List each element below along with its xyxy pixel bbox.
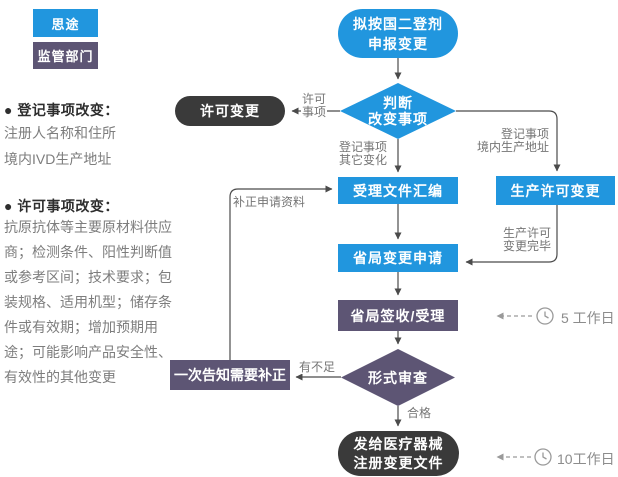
edge-label-qualified: 合格 [406,406,433,420]
node-decision-change: 判断 改变事项 [340,83,456,139]
edge-label-registration-other: 登记事项 其它变化 [338,140,389,167]
note-registration-title: ● 登记事项改变： [4,102,119,118]
edge-label-registration-other-line: 登记事项 [339,140,388,154]
clock-icon [534,448,552,466]
node-final-line2: 注册变更文件 [353,454,444,471]
node-start: 拟按国二登剂 申报变更 [338,9,458,58]
note-licence-body: 抗原抗体等主要原材料供应商；检测条件、阳性判断值或参考区间；技术要求；包装规格、… [4,219,172,385]
edge-label-production-done-line: 变更完毕 [503,239,552,253]
note-registration-lines: 注册人名称和住所 境内IVD生产地址 [4,120,116,172]
edge-correction-to-compile [229,185,333,360]
edge-label-insufficient: 有不足 [298,360,337,374]
legend-regulator-label: 监管部门 [37,49,94,64]
node-formal-review: 形式审查 [341,349,455,406]
node-compile-files-label: 受理文件汇编 [353,182,443,199]
node-compile-files: 受理文件汇编 [338,177,458,204]
node-notify-correction: 一次告知需要补正 [170,360,290,390]
legend-situ-label: 思途 [51,16,80,32]
note-licence-title: ● 许可事项改变： [4,198,119,214]
legend-regulator: 监管部门 [33,42,98,69]
note-registration-line: 境内IVD生产地址 [4,151,112,167]
edge-label-licence-item-line: 许可 [302,92,327,106]
note-registration-line: 注册人名称和住所 [4,125,116,141]
node-decision-line2: 改变事项 [368,111,428,127]
node-decision-line1: 判断 [383,95,413,111]
edge-label-registration-domestic: 登记事项 境内生产地址 [472,128,550,154]
node-notify-correction-label: 一次告知需要补正 [174,367,286,383]
node-provincial-receipt: 省局签收/受理 [338,300,458,331]
annotation-10-working-days: 10工作日 [557,451,615,467]
node-production-licence-change: 生产许可变更 [496,176,615,205]
node-formal-review-label: 形式审查 [368,369,428,386]
node-provincial-application-label: 省局变更申请 [353,250,443,266]
edge-label-registration-domestic-line: 境内生产地址 [476,140,549,154]
clock-icon [536,307,554,325]
node-start-line1: 拟按国二登剂 [353,15,443,32]
edge-label-production-done-line: 生产许可 [503,226,552,240]
node-final-document: 发给医疗器械 注册变更文件 [338,431,459,476]
edge-label-correction-material: 补正申请资料 [232,195,307,209]
node-licence-change: 许可变更 [175,96,285,126]
edge-label-registration-domestic-line: 登记事项 [500,127,549,141]
edge-label-registration-other-line: 其它变化 [339,153,388,167]
edge-label-licence-item: 许可 事项 [301,92,328,119]
legend-situ: 思途 [33,9,98,37]
node-licence-change-label: 许可变更 [200,103,260,119]
node-provincial-application: 省局变更申请 [338,244,458,272]
annotation-5-working-days: 5 工作日 [561,310,615,326]
node-start-line2: 申报变更 [368,35,428,52]
edge-label-production-done: 生产许可 变更完毕 [502,226,553,253]
node-final-line1: 发给医疗器械 [353,435,444,452]
edge-label-licence-item-line: 事项 [302,105,327,119]
node-production-licence-label: 生产许可变更 [510,182,601,199]
node-provincial-receipt-label: 省局签收/受理 [350,307,446,324]
